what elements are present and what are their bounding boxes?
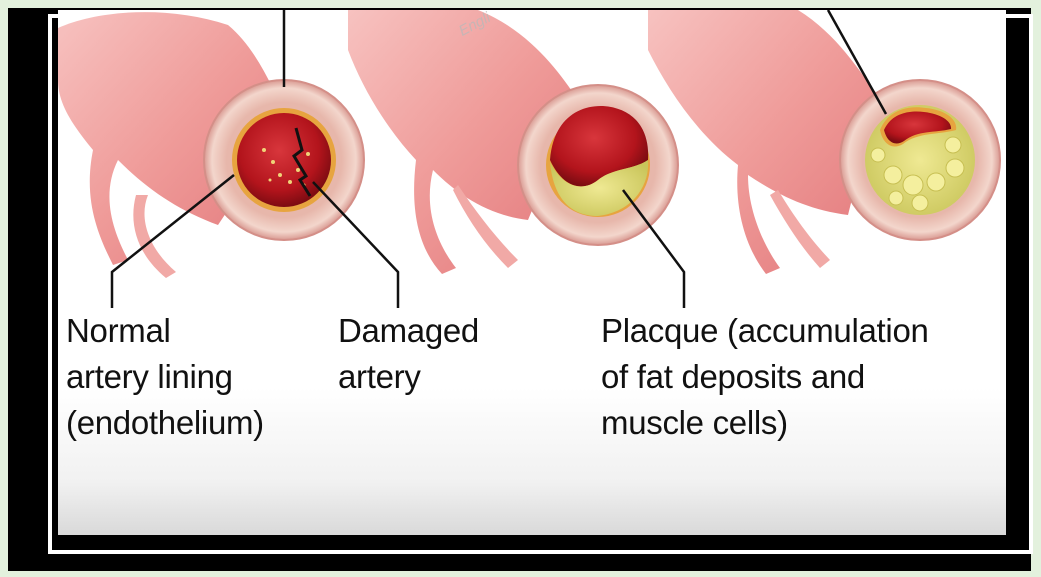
label-line: Normal <box>66 308 264 354</box>
damaged-artery-cross-section <box>518 85 678 245</box>
label-damaged-artery: Damaged artery <box>338 308 479 400</box>
label-line: Damaged <box>338 308 479 354</box>
label-line: muscle cells) <box>601 400 929 446</box>
label-line: artery lining <box>66 354 264 400</box>
label-line: Placque (accumulation <box>601 308 929 354</box>
label-normal-artery-lining: Normal artery lining (endothelium) <box>66 308 264 446</box>
plaque-artery-cross-section <box>840 80 1000 240</box>
artery-illustration <box>58 10 1006 310</box>
label-line: of fat deposits and <box>601 354 929 400</box>
artery-diagram: Engli Normal artery lining (endothelium)… <box>58 10 1006 535</box>
label-plaque: Placque (accumulation of fat deposits an… <box>601 308 929 446</box>
label-line: artery <box>338 354 479 400</box>
label-line: (endothelium) <box>66 400 264 446</box>
normal-artery-cross-section <box>204 80 364 240</box>
